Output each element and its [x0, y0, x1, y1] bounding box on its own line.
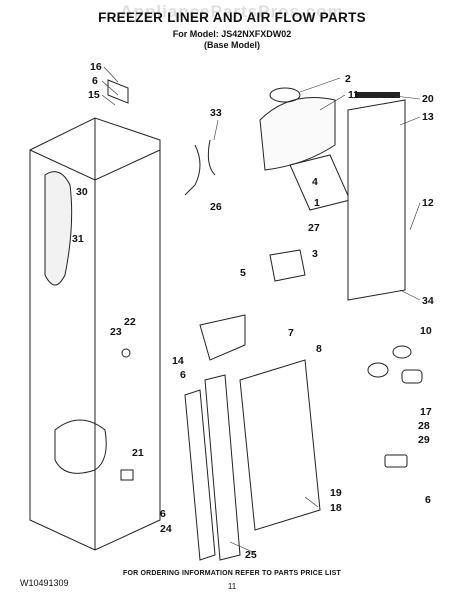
- lamp-cover: [401, 369, 423, 384]
- duct-channel-24: [184, 389, 216, 561]
- callout: 19: [330, 487, 342, 499]
- callout: 18: [330, 502, 342, 514]
- gasket: [289, 154, 351, 211]
- callout: 31: [72, 233, 84, 245]
- leader-lines: [101, 66, 421, 554]
- callout: 1: [314, 197, 320, 209]
- duct: [199, 314, 246, 361]
- callout: 15: [88, 89, 100, 101]
- callout: 22: [124, 316, 136, 328]
- callout: 5: [240, 267, 246, 279]
- callout: 30: [76, 186, 88, 198]
- motor-bracket: [269, 249, 306, 282]
- callout: 21: [132, 447, 144, 459]
- callout: 8: [316, 343, 322, 355]
- watermark: AppliancePartsPros.com: [120, 2, 344, 21]
- callout: 6: [92, 75, 98, 87]
- callout: 29: [418, 434, 430, 446]
- callout: 17: [420, 406, 432, 418]
- fan-shroud: [259, 97, 336, 171]
- callout: 6: [180, 369, 186, 381]
- callout: 7: [288, 327, 294, 339]
- duct-channel: [204, 374, 241, 561]
- fan-blade: [269, 87, 301, 103]
- callout: 25: [245, 549, 257, 561]
- callout: 34: [422, 295, 434, 307]
- model-number: For Model: JS42NXFXDW02: [172, 29, 292, 39]
- callout: 6: [160, 508, 166, 520]
- wire-harness: [184, 139, 216, 196]
- callout: 33: [210, 107, 222, 119]
- callout: 14: [172, 355, 184, 367]
- callout: 27: [308, 222, 320, 234]
- callout: 20: [422, 93, 434, 105]
- callout: 28: [418, 420, 430, 432]
- air-duct-panel: [239, 359, 321, 531]
- callout: 2: [345, 73, 351, 85]
- switch: [384, 454, 408, 468]
- freezer-liner: [29, 117, 161, 551]
- light-bulb: [392, 345, 412, 359]
- callout: 4: [312, 176, 318, 188]
- callout: 13: [422, 111, 434, 123]
- base-model-label: (Base Model): [203, 40, 260, 50]
- footer-part-code: W10491309: [20, 578, 69, 588]
- callout: 3: [312, 248, 318, 260]
- callout: 24: [160, 523, 172, 535]
- callout: 6: [425, 494, 431, 506]
- footer-ordering-info: FOR ORDERING INFORMATION REFER TO PARTS …: [122, 570, 342, 577]
- callout: 10: [420, 325, 432, 337]
- callout: 23: [110, 326, 122, 338]
- evaporator-cover: [347, 99, 406, 301]
- callout: 11: [348, 89, 359, 101]
- callout: 12: [422, 197, 434, 209]
- page-title: FREEZER LINER AND AIR FLOW PARTS: [98, 10, 366, 25]
- callout: 16: [90, 61, 102, 73]
- bracket-16: [107, 79, 129, 104]
- callout-numbers: 16 6 15 2 11 20 13 33 30 31 26 4 1 27 12…: [72, 61, 434, 561]
- lamp-socket: [367, 362, 389, 378]
- footer-page-number: 11: [227, 582, 237, 591]
- callout: 26: [210, 201, 222, 213]
